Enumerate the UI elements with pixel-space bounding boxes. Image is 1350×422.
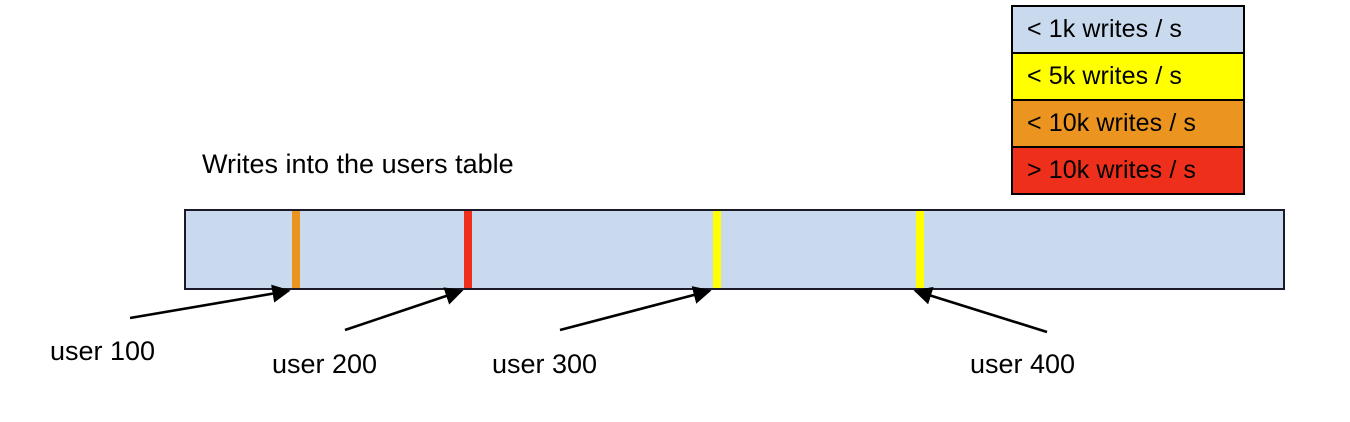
user-200-arrow	[344, 287, 464, 332]
callout-label-user-100: user 100	[50, 336, 156, 366]
callout-label-user-200: user 200	[272, 349, 378, 379]
legend-item-gt-10k: > 10k writes / s	[1011, 146, 1245, 195]
user-300-arrow	[559, 286, 712, 332]
legend-item-lt-1k: < 1k writes / s	[1011, 5, 1245, 54]
legend-item-label: > 10k writes / s	[1027, 156, 1197, 184]
legend-item-label: < 5k writes / s	[1027, 62, 1183, 90]
user-100-marker	[292, 211, 300, 288]
legend: < 1k writes / s < 5k writes / s < 10k wr…	[1011, 5, 1245, 195]
user-200-marker	[464, 211, 472, 288]
legend-item-lt-5k: < 5k writes / s	[1011, 52, 1245, 101]
callout-label-user-400: user 400	[970, 349, 1076, 379]
legend-item-label: < 1k writes / s	[1027, 15, 1183, 43]
diagram-title: Writes into the users table	[202, 149, 514, 179]
user-400-marker	[916, 211, 924, 288]
user-400-arrow	[913, 286, 1048, 334]
legend-item-lt-10k: < 10k writes / s	[1011, 99, 1245, 148]
callout-label-user-300: user 300	[492, 349, 598, 379]
user-100-arrow	[129, 284, 291, 320]
users-table-bar	[184, 209, 1285, 290]
user-300-marker	[713, 211, 721, 288]
legend-item-label: < 10k writes / s	[1027, 109, 1197, 137]
